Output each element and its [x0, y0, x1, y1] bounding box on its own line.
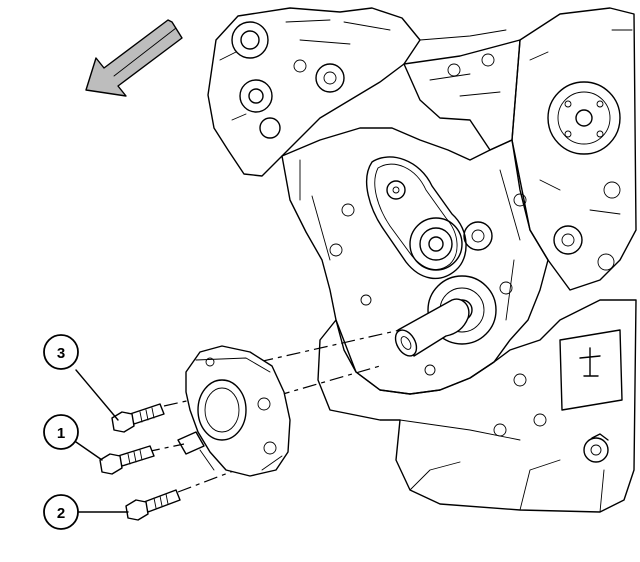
callout-1: 1 — [43, 414, 103, 461]
callout-3: 3 — [43, 334, 119, 421]
bolt-2 — [125, 489, 181, 521]
callout-1-number: 1 — [57, 425, 65, 442]
callout-2-number: 2 — [57, 505, 65, 522]
front-cover-part — [177, 345, 291, 477]
front-direction-arrow-icon — [85, 19, 183, 97]
bolt-1 — [99, 445, 155, 475]
bolt-3 — [111, 403, 165, 433]
callout-3-number: 3 — [57, 345, 65, 362]
callout-2: 2 — [43, 494, 129, 530]
engine-block — [207, 7, 637, 513]
